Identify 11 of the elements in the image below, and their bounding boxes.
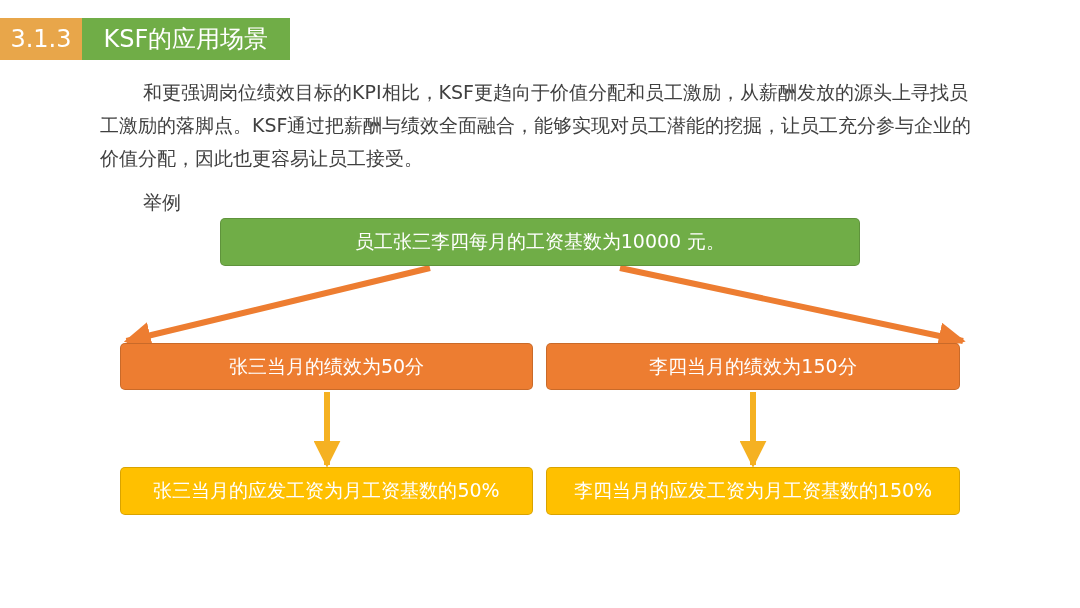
result-box: 张三当月的应发工资为月工资基数的50% <box>120 467 533 515</box>
arrow <box>739 392 767 468</box>
process-box: 员工张三李四每月的工资基数为10000 元。 <box>220 218 860 266</box>
header-title: KSF的应用场景 <box>82 18 290 60</box>
process-box: 李四当月的绩效为150分 <box>546 343 960 390</box>
paragraph: 和更强调岗位绩效目标的KPI相比，KSF更趋向于价值分配和员工激励，从薪酬发放的源头上寻找员工激励的落脚点。KSF通过把薪酬与绩效全面融合，能够实现对员工潜能的挖掘，让员工充分参与企业的价值分配，因此也更容易让员工接受。 <box>100 80 973 171</box>
process-box: 张三当月的绩效为50分 <box>120 343 533 390</box>
note-text: 举例 <box>143 190 182 215</box>
arrow <box>313 392 341 468</box>
header-number: 3.1.3 <box>0 18 82 60</box>
result-box: 李四当月的应发工资为月工资基数的150% <box>546 467 960 515</box>
